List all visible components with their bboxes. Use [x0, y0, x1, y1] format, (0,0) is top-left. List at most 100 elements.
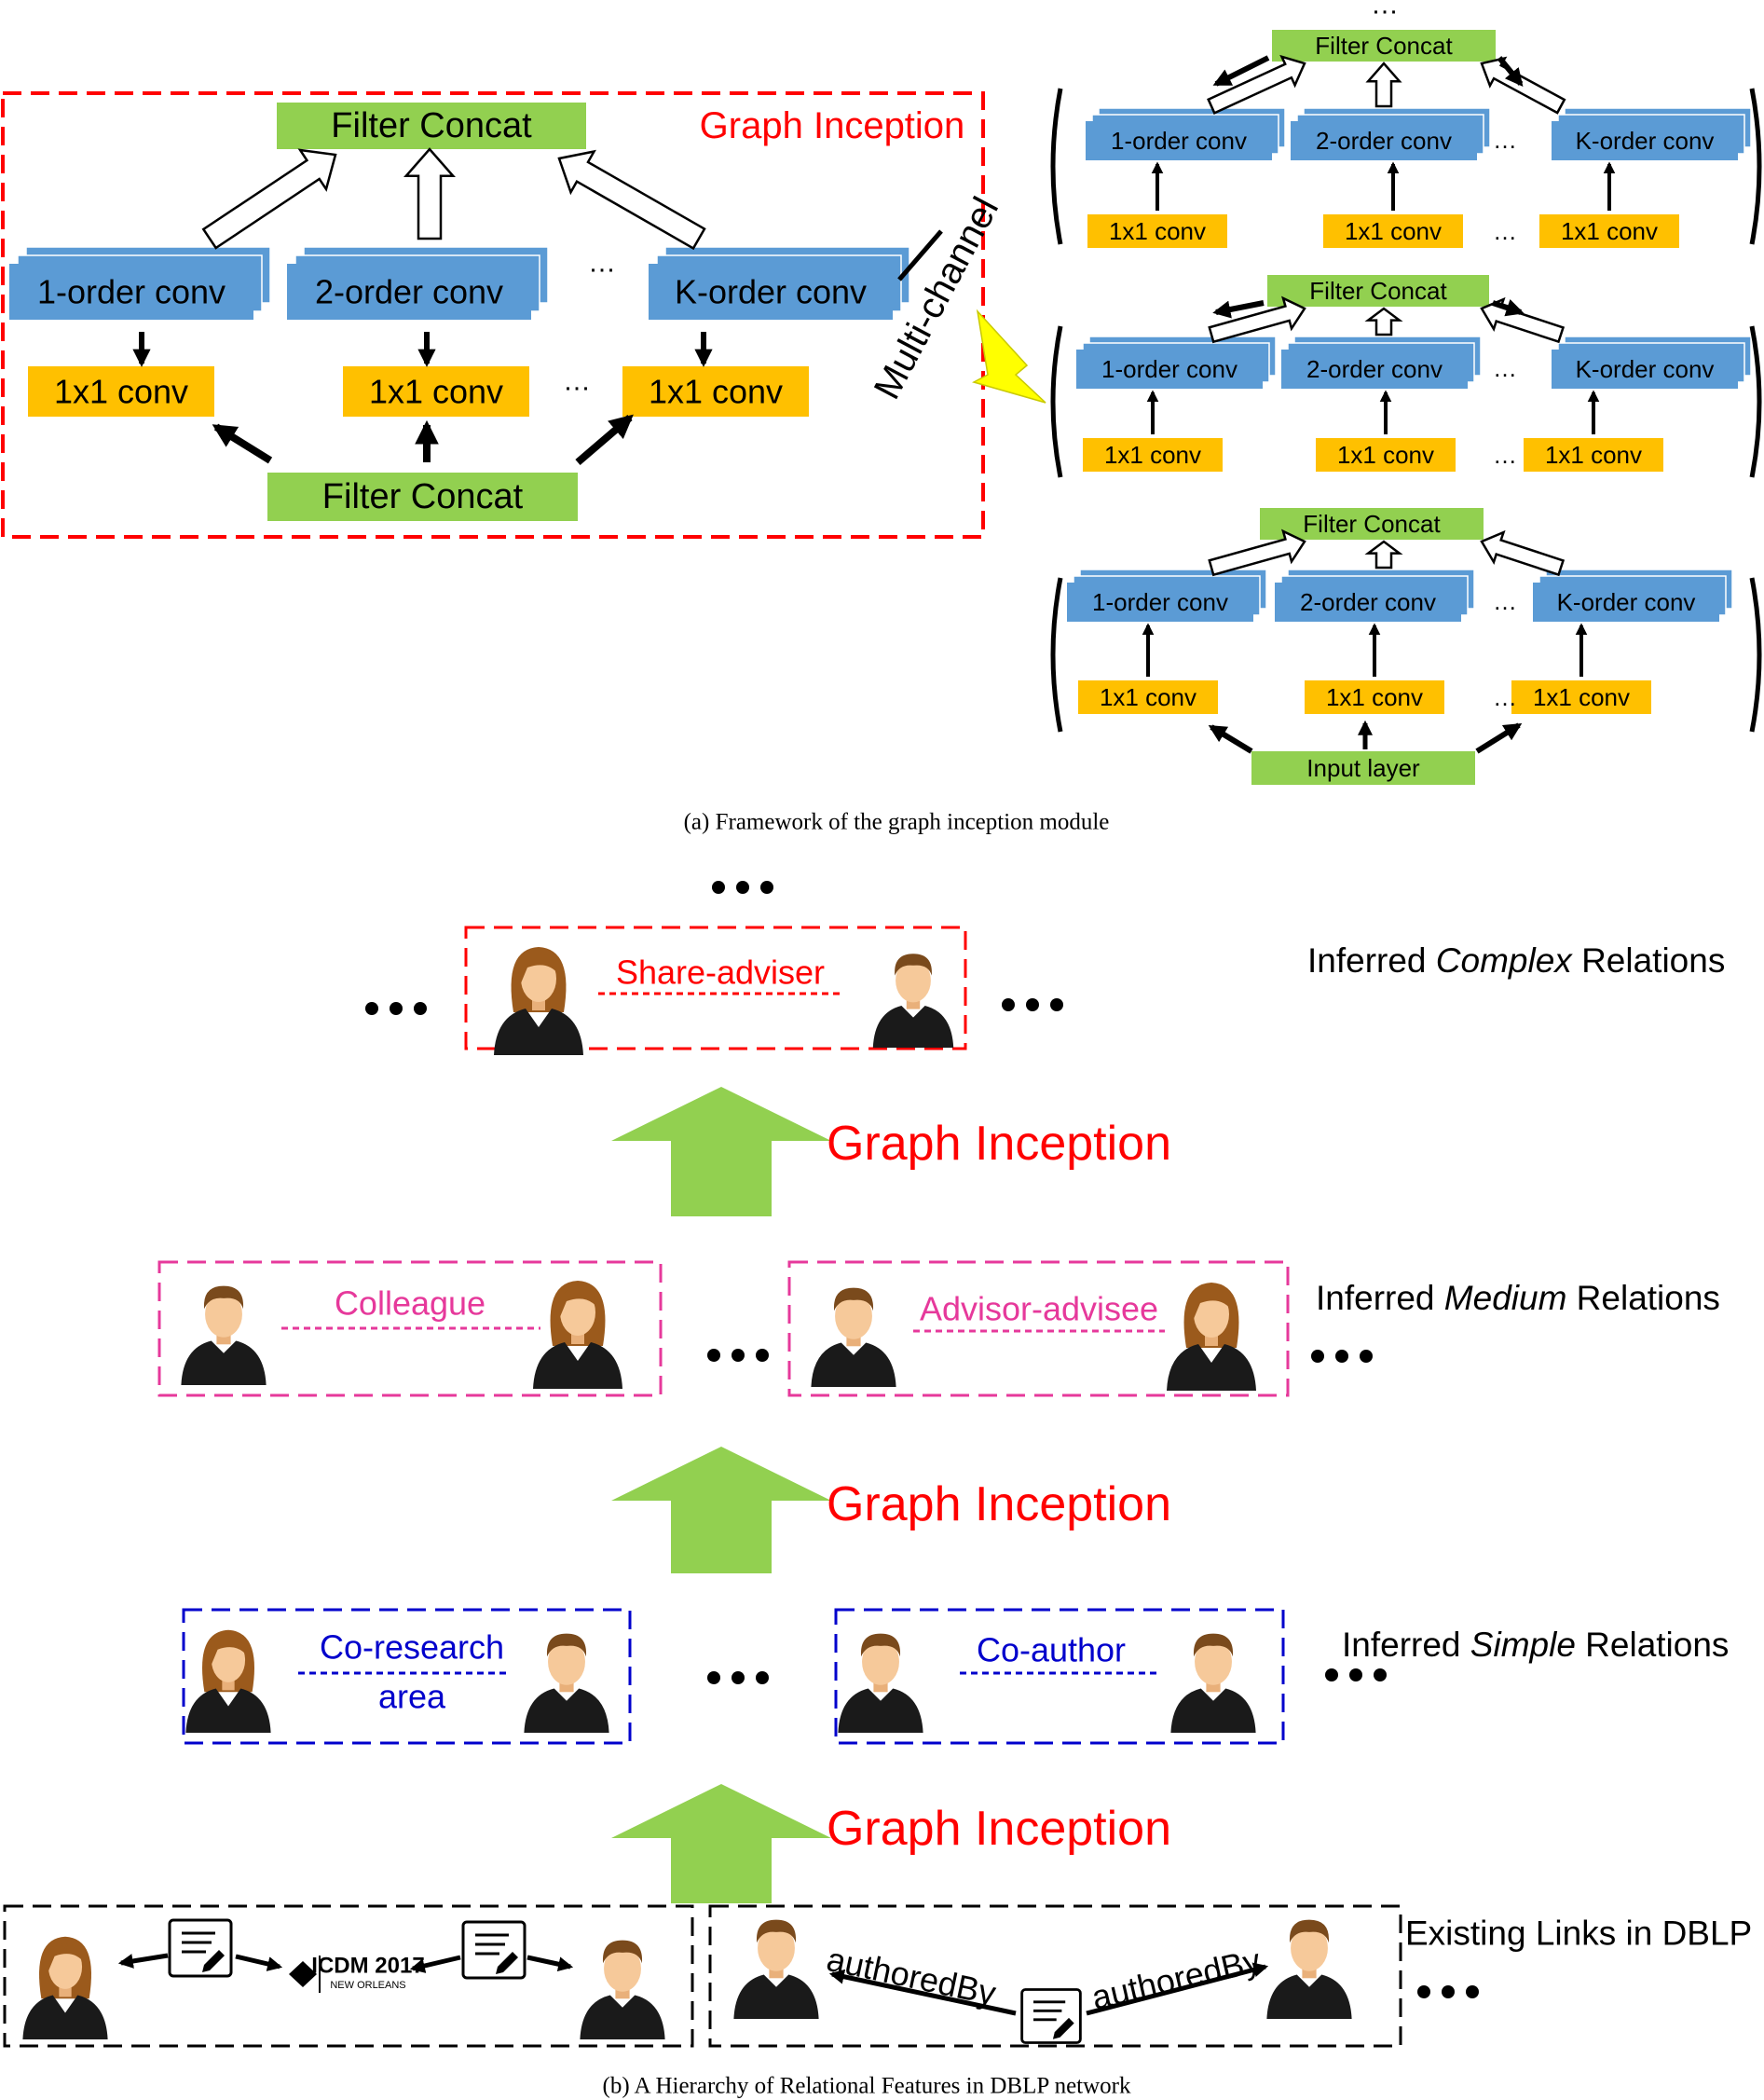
authored-by-arrow: [1086, 1962, 1269, 2016]
stack-conv-3-label: K-order conv: [1557, 588, 1696, 616]
stack-one-by-one-2-label: 1x1 conv: [1326, 683, 1423, 711]
existing-links-label: Existing Links in DBLP: [1405, 1915, 1752, 1953]
dot: [1466, 1985, 1479, 1998]
caption-b: (b) A Hierarchy of Relational Features i…: [603, 2074, 1131, 2099]
conv-box-2: [287, 264, 531, 320]
stack-ellipsis: …: [1493, 354, 1517, 382]
stack-arrow-right: [1497, 56, 1524, 87]
avatar: [838, 1633, 923, 1733]
dot: [365, 1002, 378, 1015]
simple-relations-label: Inferred Simple Relations: [1342, 1626, 1729, 1664]
stack-conv-3-label: K-order conv: [1576, 127, 1715, 155]
document-icon: [168, 1918, 233, 1978]
one-by-one-conv-1: [28, 366, 214, 417]
stack-hollow-arrow: [1364, 307, 1403, 336]
graph-inception-title: Graph Inception: [700, 105, 965, 146]
input-arrow-right: [1475, 722, 1523, 754]
stack-conv-1-label: 1-order conv: [1101, 355, 1238, 383]
stack-conv-3: [1533, 583, 1719, 622]
right-ellipsis: [1417, 1985, 1479, 1998]
area-label: area: [378, 1678, 446, 1716]
dot: [414, 1002, 427, 1015]
existing-links-frame-2: [708, 1904, 1402, 2048]
dot: [756, 1349, 769, 1362]
input-layer: [1251, 751, 1475, 785]
advisor-advisee-label: Advisor-advisee: [920, 1290, 1158, 1328]
dot: [1311, 1350, 1324, 1363]
dot: [707, 1349, 720, 1362]
authored-by-label: authoredBy: [1088, 1941, 1265, 2016]
filter-concat-bottom: [267, 473, 578, 521]
filter-concat-top: [277, 103, 586, 149]
dot: [1349, 1668, 1362, 1681]
medium-relations-label: Inferred Medium Relations: [1316, 1279, 1720, 1317]
stack-conv-1: [1067, 583, 1253, 622]
dot: [712, 881, 725, 894]
graph-inception-label: Graph Inception: [827, 1802, 1171, 1856]
stack-one-by-one-3-label: 1x1 conv: [1545, 441, 1642, 469]
left-paren: [1050, 88, 1063, 245]
stack-hollow-arrow: [1207, 54, 1306, 115]
stack-hollow-arrow: [1364, 540, 1403, 570]
stack-hollow-arrow: [1208, 295, 1306, 344]
link-arrow: [526, 1955, 574, 1972]
stack-arrow-left: [1212, 55, 1270, 87]
up-arrow: [611, 1784, 831, 1903]
stack-one-by-one-2: [1323, 214, 1463, 248]
top-ellipsis: …: [1371, 0, 1399, 21]
relation-level-em: Complex: [1436, 941, 1573, 980]
stack-one-by-one-3-label: 1x1 conv: [1533, 683, 1630, 711]
hollow-arrow: [403, 147, 456, 240]
stack-one-by-one-3: [1511, 680, 1651, 714]
middle-ellipsis: [707, 1349, 769, 1362]
hollow-arrow: [201, 148, 337, 250]
stack-ellipsis: …: [1493, 683, 1517, 711]
one-by-one-conv-2: [343, 366, 529, 417]
one-by-one-conv-3-label: 1x1 conv: [649, 373, 783, 411]
stack-ellipsis: …: [1493, 217, 1517, 245]
stack-hollow-arrow: [1208, 528, 1306, 577]
conv-box-1-label: 1-order conv: [37, 273, 226, 311]
document-icon: [461, 1920, 526, 1980]
dot: [707, 1671, 720, 1684]
stack-filter-concat: [1272, 30, 1496, 62]
ellipsis: …: [588, 248, 616, 279]
stack-filter-concat-label: Filter Concat: [1303, 510, 1441, 538]
dot: [756, 1671, 769, 1684]
stack-hollow-arrow: [1480, 529, 1566, 577]
relation-level-pre: Inferred: [1342, 1626, 1470, 1664]
dot: [1026, 998, 1039, 1011]
complex-relations-label: Inferred Complex Relations: [1307, 941, 1725, 980]
simple-relation-frame-1: [182, 1608, 632, 1745]
avatar: [524, 1633, 609, 1733]
stack-arrow-right: [1492, 299, 1525, 317]
stack-conv-2-label: 2-order conv: [1306, 355, 1443, 383]
relation-level-post: Relations: [1576, 1626, 1730, 1664]
input-arrow-left: [1208, 724, 1253, 754]
right-paren: [1749, 88, 1762, 245]
icdm-logo-mark: [289, 1961, 317, 1987]
top-ellipsis: [712, 881, 773, 894]
dot: [1442, 1985, 1455, 1998]
avatar: [1170, 1633, 1256, 1733]
complex-relation-frame: [464, 926, 967, 1050]
middle-ellipsis: [707, 1671, 769, 1684]
relation-level-em: Simple: [1470, 1626, 1576, 1664]
avatar: [1167, 1283, 1256, 1391]
stack-filter-concat-label: Filter Concat: [1309, 277, 1447, 305]
simple-relation-frame-2: [834, 1608, 1285, 1745]
right-paren: [1749, 577, 1762, 733]
conv-box-1: [9, 264, 253, 320]
dot: [390, 1002, 403, 1015]
relation-level-em: Medium: [1444, 1279, 1567, 1317]
conv-box-3-label: K-order conv: [675, 273, 867, 311]
stack-conv-3-label: K-order conv: [1576, 355, 1715, 383]
yellow-zoom-arrow: [972, 309, 1046, 404]
avatar: [185, 1629, 271, 1733]
input-layer-label: Input layer: [1306, 754, 1420, 782]
one-by-one-conv-1-label: 1x1 conv: [54, 373, 188, 411]
left-paren: [1050, 577, 1063, 733]
authored-by-arrow: [828, 1969, 1017, 2016]
stack-hollow-arrow: [1480, 56, 1566, 115]
dot: [732, 1349, 745, 1362]
